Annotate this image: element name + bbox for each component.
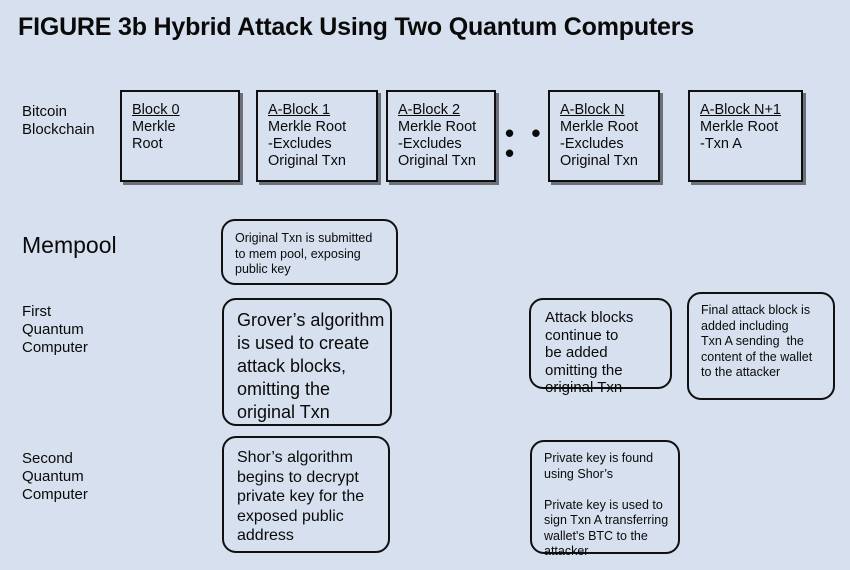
- callout-text: Attack blocks continue to be added omitt…: [545, 309, 634, 396]
- row-label-mempool: Mempool: [22, 232, 117, 258]
- chain-block-a-block-1: A-Block 1 Merkle Root -Excludes Original…: [256, 90, 378, 182]
- callout-shors-algorithm: Shor’s algorithm begins to decrypt priva…: [222, 436, 390, 553]
- callout-attack-blocks-continue: Attack blocks continue to be added omitt…: [529, 298, 672, 396]
- chain-block-line: Original Txn: [268, 153, 346, 169]
- callout-private-key-found: Private key is found using Shor’s Privat…: [530, 440, 680, 558]
- chain-block-line: -Excludes: [398, 136, 462, 152]
- chain-block-line: Original Txn: [398, 153, 476, 169]
- callout-text: Original Txn is submitted to mem pool, e…: [235, 231, 373, 276]
- chain-block-line: Root: [132, 136, 163, 152]
- chain-block-line: Original Txn: [560, 153, 638, 169]
- callout-text: Final attack block is added including Tx…: [701, 303, 813, 379]
- row-label-second-quantum-computer: Second Quantum Computer: [22, 450, 88, 503]
- chain-block-title: A-Block N+1: [700, 102, 781, 118]
- figure-title: FIGURE 3b Hybrid Attack Using Two Quantu…: [18, 13, 694, 41]
- callout-text: Grover’s algorithm is used to create att…: [237, 310, 385, 422]
- chain-block-title: A-Block 2: [398, 102, 461, 118]
- chain-block-a-block-2: A-Block 2 Merkle Root -Excludes Original…: [386, 90, 496, 182]
- chain-block-line: -Txn A: [700, 136, 742, 152]
- chain-block-block-0: Block 0 Merkle Root: [120, 90, 240, 182]
- chain-block-line: Merkle Root: [398, 119, 477, 135]
- chain-block-title: A-Block N: [560, 102, 625, 118]
- row-label-first-quantum-computer: First Quantum Computer: [22, 303, 88, 356]
- chain-block-a-block-n-plus-1: A-Block N+1 Merkle Root -Txn A: [688, 90, 803, 182]
- callout-grovers-algorithm: Grover’s algorithm is used to create att…: [222, 298, 392, 426]
- row-label-bitcoin-blockchain: Bitcoin Blockchain: [22, 103, 95, 138]
- chain-block-a-block-n: A-Block N Merkle Root -Excludes Original…: [548, 90, 660, 182]
- callout-mempool-submission: Original Txn is submitted to mem pool, e…: [221, 219, 398, 285]
- chain-block-line: Merkle Root: [700, 119, 779, 135]
- chain-ellipsis: • • •: [505, 118, 546, 168]
- chain-block-title: A-Block 1: [268, 102, 331, 118]
- callout-final-attack-block: Final attack block is added including Tx…: [687, 292, 835, 400]
- chain-block-line: Merkle Root: [268, 119, 347, 135]
- chain-block-title: Block 0: [132, 102, 180, 118]
- callout-text: Private key is found using Shor’s Privat…: [544, 451, 669, 558]
- chain-block-line: Merkle: [132, 119, 176, 135]
- callout-text: Shor’s algorithm begins to decrypt priva…: [237, 449, 365, 544]
- chain-block-line: -Excludes: [268, 136, 332, 152]
- chain-block-line: Merkle Root: [560, 119, 639, 135]
- chain-block-line: -Excludes: [560, 136, 624, 152]
